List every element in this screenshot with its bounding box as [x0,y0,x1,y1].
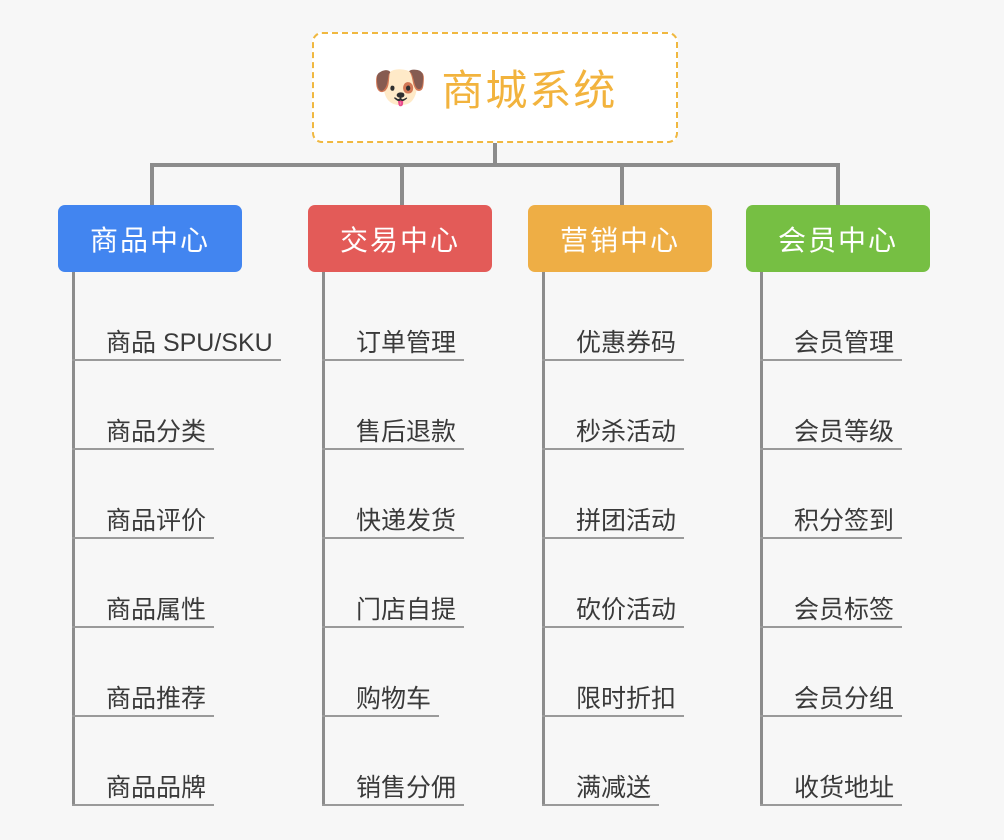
leaf-label: 优惠券码 [576,329,677,357]
leaf-item[interactable]: 商品品牌 [72,717,273,806]
leaf-item[interactable]: 拼团活动 [542,450,684,539]
branch-label-2: 交易中心 [339,224,460,256]
branch-header-1[interactable]: 商品中心 [58,205,242,272]
leaf-rule [72,448,214,450]
leaf-rule [72,537,214,539]
shiba-dog-face-icon: 🐶 [372,62,428,112]
leaf-label: 限时折扣 [576,685,677,713]
leaf-item[interactable]: 订单管理 [322,272,464,361]
leaf-rule [72,626,214,628]
leaf-rule [542,626,684,628]
leaf-label: 订单管理 [356,329,457,357]
leaf-rule [72,359,281,361]
root-connector-stem [493,143,497,165]
branch-header-3[interactable]: 营销中心 [528,205,712,272]
root-title: 商城系统 [441,67,618,114]
leaf-rule [542,359,684,361]
leaf-rule [72,804,214,806]
leaf-item[interactable]: 门店自提 [322,539,464,628]
leaf-label: 会员标签 [794,596,895,624]
leaf-item[interactable]: 会员管理 [760,272,902,361]
leaf-item[interactable]: 销售分佣 [322,717,464,806]
branch-header-2[interactable]: 交易中心 [308,205,492,272]
branch-spine-1 [72,272,75,806]
branch-connector-drop-4 [836,163,840,207]
leaf-rule [322,537,464,539]
leaf-label: 商品 SPU/SKU [106,329,273,357]
branch-items-3: 优惠券码 秒杀活动 拼团活动 砍价活动 限时折扣 满减送 [542,272,684,806]
leaf-item[interactable]: 优惠券码 [542,272,684,361]
root-connector-bar [150,163,840,167]
leaf-item[interactable]: 商品属性 [72,539,273,628]
branch-label-3: 营销中心 [559,224,680,256]
leaf-label: 会员分组 [794,685,895,713]
leaf-item[interactable]: 砍价活动 [542,539,684,628]
leaf-label: 满减送 [576,774,652,802]
branch-items-1: 商品 SPU/SKU 商品分类 商品评价 商品属性 商品推荐 商品品牌 [72,272,281,806]
leaf-label: 商品分类 [106,418,207,446]
leaf-item[interactable]: 积分签到 [760,450,902,539]
leaf-item[interactable]: 秒杀活动 [542,361,684,450]
leaf-rule [760,715,902,717]
leaf-label: 积分签到 [794,507,895,535]
branch-header-4[interactable]: 会员中心 [746,205,930,272]
root-node[interactable]: 🐶 商城系统 [312,32,678,143]
leaf-label: 门店自提 [356,596,457,624]
leaf-label: 快递发货 [356,507,457,535]
leaf-item[interactable]: 会员等级 [760,361,902,450]
branch-items-4: 会员管理 会员等级 积分签到 会员标签 会员分组 收货地址 [760,272,902,806]
leaf-item[interactable]: 商品 SPU/SKU [72,272,281,361]
leaf-rule [760,448,902,450]
leaf-rule [72,715,214,717]
leaf-label: 会员管理 [794,329,895,357]
leaf-label: 售后退款 [356,418,457,446]
leaf-label: 收货地址 [794,774,895,802]
leaf-label: 拼团活动 [576,507,677,535]
leaf-item[interactable]: 限时折扣 [542,628,684,717]
leaf-label: 商品品牌 [106,774,207,802]
leaf-rule [322,804,464,806]
leaf-rule [322,715,439,717]
leaf-item[interactable]: 商品分类 [72,361,273,450]
leaf-rule [542,448,684,450]
branch-connector-drop-1 [150,163,154,207]
leaf-rule [760,537,902,539]
leaf-rule [760,804,902,806]
leaf-label: 秒杀活动 [576,418,677,446]
branch-items-2: 订单管理 售后退款 快递发货 门店自提 购物车 销售分佣 [322,272,464,806]
leaf-item[interactable]: 购物车 [322,628,456,717]
leaf-item[interactable]: 收货地址 [760,717,902,806]
leaf-item[interactable]: 满减送 [542,717,676,806]
leaf-rule [760,359,902,361]
branch-label-4: 会员中心 [777,224,898,256]
leaf-item[interactable]: 快递发货 [322,450,464,539]
leaf-rule [322,448,464,450]
leaf-label: 购物车 [356,685,432,713]
leaf-rule [542,537,684,539]
leaf-label: 商品评价 [106,507,207,535]
leaf-rule [542,715,684,717]
leaf-item[interactable]: 商品评价 [72,450,273,539]
leaf-item[interactable]: 售后退款 [322,361,464,450]
leaf-rule [760,626,902,628]
leaf-rule [322,359,464,361]
branch-connector-drop-2 [400,163,404,207]
branch-spine-3 [542,272,545,806]
leaf-item[interactable]: 会员分组 [760,628,902,717]
branch-spine-2 [322,272,325,806]
leaf-rule [542,804,659,806]
branch-connector-drop-3 [620,163,624,207]
branch-spine-4 [760,272,763,806]
leaf-label: 商品属性 [106,596,207,624]
leaf-label: 会员等级 [794,418,895,446]
leaf-label: 销售分佣 [356,774,457,802]
leaf-label: 砍价活动 [576,596,677,624]
branch-label-1: 商品中心 [89,224,210,256]
leaf-item[interactable]: 会员标签 [760,539,902,628]
leaf-rule [322,626,464,628]
leaf-item[interactable]: 商品推荐 [72,628,273,717]
leaf-label: 商品推荐 [106,685,207,713]
